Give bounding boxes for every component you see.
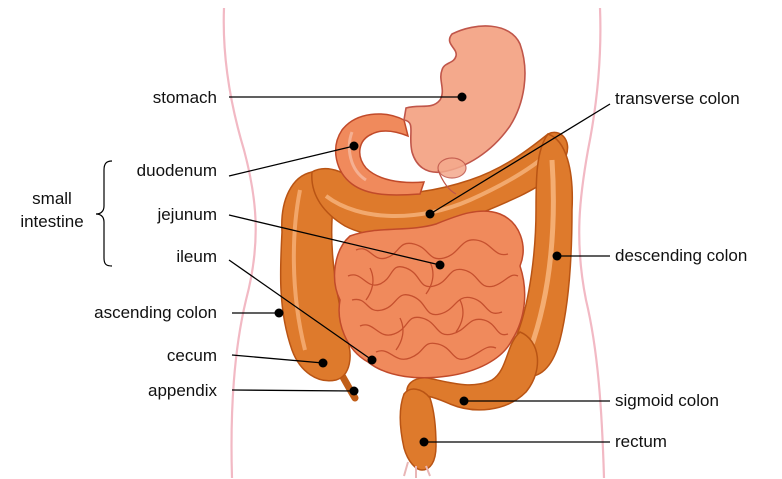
label-jejunum: jejunum [156, 205, 217, 224]
cecum-pointer-dot [319, 359, 328, 368]
label-small-intestine-line1: small [32, 189, 72, 208]
label-sigmoid-colon: sigmoid colon [615, 391, 719, 410]
ileum-pointer-dot [368, 356, 377, 365]
descending-colon-pointer-dot [553, 252, 562, 261]
label-duodenum: duodenum [137, 161, 217, 180]
label-ileum: ileum [176, 247, 217, 266]
label-cecum: cecum [167, 346, 217, 365]
label-ascending-colon: ascending colon [94, 303, 217, 322]
small-intestine-brace [96, 161, 112, 266]
label-rectum: rectum [615, 432, 667, 451]
label-descending-colon: descending colon [615, 246, 747, 265]
label-appendix: appendix [148, 381, 218, 400]
label-transverse-colon: transverse colon [615, 89, 740, 108]
appendix-pointer-dot [350, 387, 359, 396]
ascending-colon-pointer-dot [275, 309, 284, 318]
jejunum-pointer-dot [436, 261, 445, 270]
sigmoid-colon-pointer-dot [460, 397, 469, 406]
transverse-colon-pointer-dot [426, 210, 435, 219]
rectum-shape [400, 389, 436, 470]
small-intestine-mass [335, 211, 525, 378]
duodenum-pointer-dot [350, 142, 359, 151]
rectum-pointer-dot [420, 438, 429, 447]
stomach-pointer-dot [458, 93, 467, 102]
label-small-intestine-line2: intestine [20, 212, 83, 231]
label-stomach: stomach [153, 88, 217, 107]
